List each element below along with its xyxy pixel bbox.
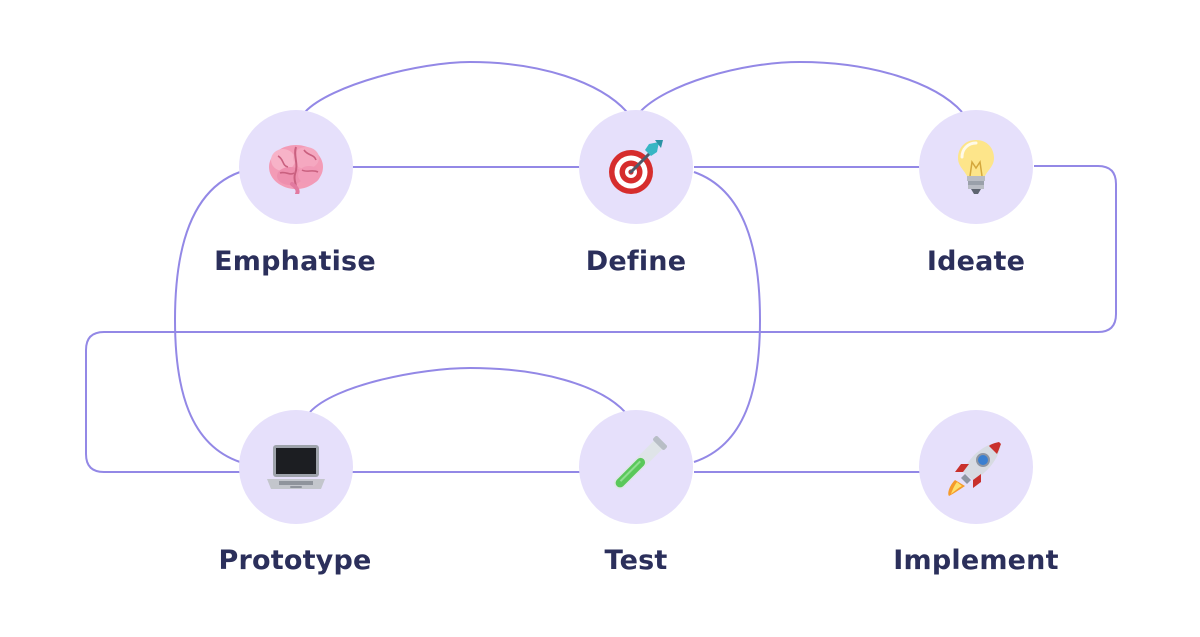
stage-ideate-node: [919, 110, 1033, 224]
connector-emphatise-define-arc: [304, 60, 628, 113]
target-icon: [609, 140, 663, 194]
connector-define-ideate-arc: [639, 60, 963, 113]
stage-test-node: [579, 410, 693, 524]
stage-emphatise-node: [239, 110, 353, 224]
test-tube-icon: [613, 436, 667, 490]
stage-implement-node: [919, 410, 1033, 524]
stage-emphatise-label: Emphatise: [214, 246, 376, 277]
rocket-icon: [948, 442, 1001, 496]
stage-define-label: Define: [585, 246, 687, 277]
lightbulb-icon: [958, 140, 994, 194]
stage-ideate-label: Ideate: [926, 246, 1026, 277]
stage-define-node: [579, 110, 693, 224]
connector-emphatise-prototype-curve: [173, 171, 241, 463]
connector-define-test-curve: [693, 171, 762, 463]
stage-implement-label: Implement: [893, 545, 1059, 576]
laptop-icon: [267, 445, 325, 489]
connector-prototype-test-arc: [309, 366, 626, 413]
connector-ideate-prototype-loop: [85, 165, 1117, 473]
stage-prototype-node: [239, 410, 353, 524]
brain-icon: [269, 145, 323, 194]
stage-test-label: Test: [604, 545, 668, 576]
stage-prototype-label: Prototype: [218, 545, 372, 576]
